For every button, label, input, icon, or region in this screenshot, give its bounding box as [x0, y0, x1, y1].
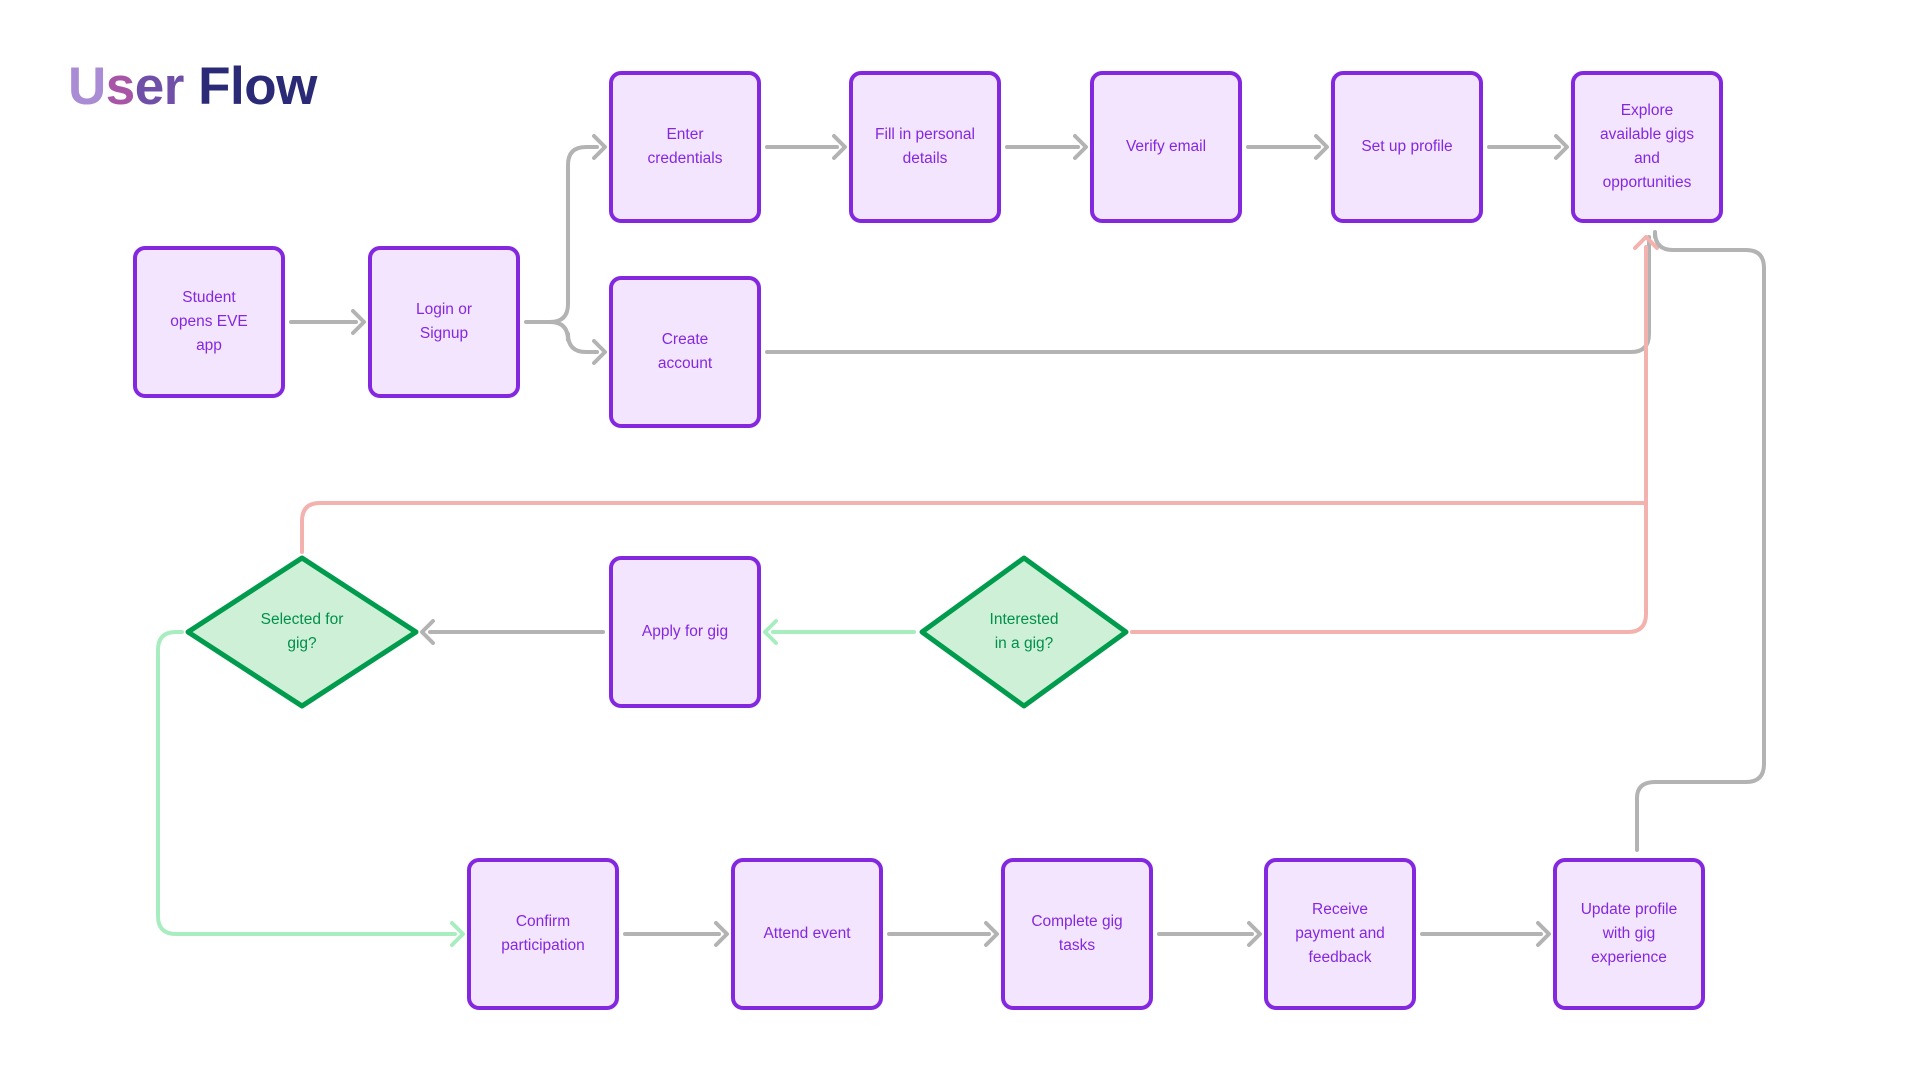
edge-student-to-login-head	[351, 309, 366, 335]
edge-interested-no-to-explore	[1130, 245, 1648, 634]
node-n5-process-shape[interactable]	[1090, 71, 1242, 223]
edge-create-account-to-explore-gigs	[765, 235, 1651, 354]
node-n3-process-shape[interactable]	[609, 71, 761, 223]
edge-login-to-create-account-head	[592, 339, 607, 365]
page-title: User Flow	[68, 56, 317, 117]
node-n6-process-shape[interactable]	[1331, 71, 1483, 223]
title-segment-4: Flow	[183, 57, 317, 116]
node-layer	[133, 71, 1723, 1010]
title-segment-2: s	[105, 57, 135, 116]
node-n8-process-shape[interactable]	[609, 276, 761, 428]
node-n7-process-shape[interactable]	[1571, 71, 1723, 223]
edge-receive-payment-to-update-profile-head	[1536, 921, 1551, 947]
edge-selected-yes-to-confirm-head	[450, 921, 465, 947]
node-n11-decision-shape[interactable]	[919, 555, 1129, 709]
title-segment-3: er	[134, 57, 185, 116]
edge-verify-email-to-set-up-profile-head	[1314, 134, 1329, 160]
edge-complete-tasks-to-receive-payment-head	[1247, 921, 1262, 947]
edge-update-profile-to-explore-gigs	[1635, 230, 1766, 852]
node-n16-process-shape[interactable]	[1553, 858, 1705, 1010]
edge-login-to-enter-credentials	[548, 145, 599, 324]
edge-login-to-enter-credentials-head	[592, 134, 607, 160]
node-n15-process-shape[interactable]	[1264, 858, 1416, 1010]
edge-apply-to-selected-head	[420, 619, 435, 645]
edge-attend-to-complete-tasks-head	[984, 921, 999, 947]
edge-selected-no-to-explore-loop	[300, 501, 1648, 554]
edge-set-up-profile-to-explore-gigs-head	[1554, 134, 1569, 160]
node-n1-process-shape[interactable]	[133, 246, 285, 398]
node-n2-process-shape[interactable]	[368, 246, 520, 398]
edge-selected-yes-to-confirm	[156, 630, 457, 936]
node-n12-process-shape[interactable]	[467, 858, 619, 1010]
title-segment-1: U	[68, 57, 106, 116]
node-n13-process-shape[interactable]	[731, 858, 883, 1010]
node-n14-process-shape[interactable]	[1001, 858, 1153, 1010]
edge-interested-yes-to-apply-head	[763, 619, 778, 645]
edge-confirm-to-attend-head	[714, 921, 729, 947]
node-n10-process-shape[interactable]	[609, 556, 761, 708]
node-n4-process-shape[interactable]	[849, 71, 1001, 223]
edge-fill-details-to-verify-email-head	[1073, 134, 1088, 160]
edge-layer	[156, 134, 1766, 947]
node-n9-decision-shape[interactable]	[185, 555, 419, 709]
edge-interested-no-to-explore-head	[1633, 235, 1659, 250]
edge-enter-credentials-to-fill-details-head	[832, 134, 847, 160]
edge-login-to-create-account	[548, 320, 599, 354]
